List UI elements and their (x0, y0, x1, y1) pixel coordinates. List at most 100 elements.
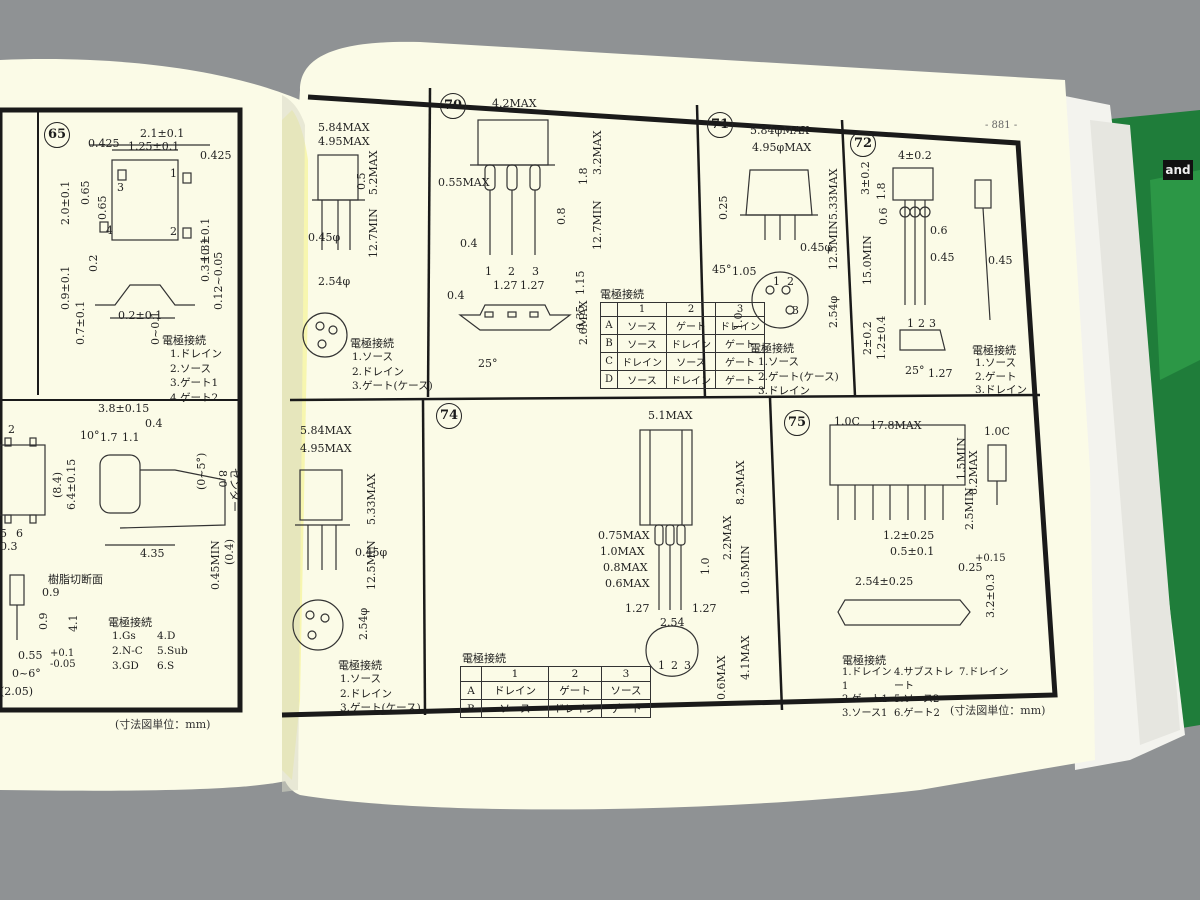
pkg75-dim: 0.5±0.1 (890, 545, 935, 558)
table-header-row: 1 2 3 (460, 666, 651, 682)
brand-band: and (1163, 160, 1193, 180)
pkg73-pins-title: 電極接続 (338, 659, 382, 672)
pkg70-dim: 25° (478, 357, 498, 370)
pkg72-dim: 0.45 (930, 251, 955, 264)
pkg75-pins-title: 電極接続 (842, 654, 886, 667)
package-74-number: 74 (436, 403, 462, 429)
pkg71-dim: 45° (712, 263, 732, 276)
pkg65-dim: 0.7±0.1 (74, 300, 87, 345)
pkg74-dim: 4.1MAX (739, 635, 752, 680)
table-header-cell (460, 666, 482, 682)
table-header-cell: 1 (617, 302, 668, 317)
pkg74-dim: 1.27 (692, 602, 717, 615)
pkg75-dim: 3.2±0.3 (984, 573, 997, 618)
pkg70-dim: 1.27 (520, 279, 545, 292)
pkg75-pin: 7.ドレイン (959, 667, 1009, 678)
pkg-lower-pin: 1.Gs (112, 630, 136, 642)
pkg65-pin-number: 1 (170, 167, 177, 180)
pkg75-dim: 1.0C (984, 425, 1010, 438)
package-70-number: 70 (440, 93, 466, 119)
table-row: D ソース ドレイン ゲート (599, 370, 766, 389)
pkg75-pin: 6.ゲート2 (894, 707, 940, 719)
pkg73-dim: 2.54φ (357, 607, 370, 640)
pkg-lower-pin: 5.Sub (157, 645, 188, 658)
pkg-lower-dim: 0.45MIN (209, 540, 222, 590)
pkg-tl-pin: 2.ドレイン (352, 365, 405, 378)
pkg65-dim: 0.9±0.1 (59, 265, 72, 310)
pkg72-pin-number: 1 (907, 317, 914, 330)
pkg65-dim: 0~0.1 (149, 311, 162, 345)
pkg71-pin-number: 2 (787, 275, 794, 288)
pkg72-pin: 1.ソース (975, 357, 1016, 369)
table-cell: ゲート (548, 681, 602, 700)
pkg74-pin-number: 1 (658, 659, 665, 672)
package-72-number: 72 (850, 131, 876, 157)
pkg72-drawing (892, 167, 992, 351)
pkg70-dim: 3.2MAX (591, 130, 604, 175)
pkg71-pin-number: 3 (792, 304, 799, 317)
pkg65-drawing (90, 144, 210, 319)
pkg75-dim: 2.54±0.25 (855, 575, 914, 588)
pkg-tl-dim: 5.84MAX (318, 121, 370, 134)
pkg71-drawing (740, 169, 818, 329)
table-row: A ドレイン ゲート ソース (460, 681, 651, 700)
table-cell: ドレイン (481, 681, 549, 700)
pkg-lower-pins-title: 電極接続 (108, 616, 152, 629)
table-cell: ドレイン (548, 699, 602, 718)
pkg72-dim: 4±0.2 (898, 149, 932, 162)
pkg-lower-dim: 3.8±0.15 (98, 402, 150, 415)
pkg72-dim: 2±0.2 (861, 321, 874, 355)
pkg-tl-dim: 5.2MAX (367, 150, 380, 195)
pkg75-dim: 2.5MIN (963, 487, 976, 530)
pkg65-pin-number: 2 (170, 225, 177, 238)
pkg74-pins-title: 電極接続 (462, 652, 506, 665)
table-header-row: 1 2 3 (599, 302, 766, 317)
pkg73-pin: 1.ソース (340, 673, 381, 685)
pkg-lower-pin-list: 1.Gs 4.D 2.N-C 5.Sub 3.GD 6.S (112, 629, 202, 675)
pkg-lower-dim: (8.4) (51, 471, 64, 498)
pkg-lower-pin: 4.D (157, 630, 176, 642)
pkg71-dim: 2.54φ (827, 295, 840, 328)
table-header-cell: 3 (601, 666, 651, 682)
table-cell: ソース (617, 370, 668, 389)
pkg74-drawing (639, 429, 699, 677)
pkg-lower-dim: 0~6° (12, 667, 41, 680)
pkg65-dim: 0.65 (79, 180, 92, 206)
pkg71-dim: 0.25 (717, 195, 730, 221)
pkg-lower-dim: 8.0 (216, 470, 229, 488)
table-row: B ソース ドレイン ゲート (599, 334, 766, 353)
pkg72-pin-list: 1.ソース 2.ゲート 3.ドレイン (975, 357, 1027, 398)
pkg70-dim: 12.7MIN (591, 200, 604, 250)
pkg-lower-dim: (0.4) (223, 538, 236, 565)
pkg65-pin-number: 3 (117, 181, 124, 194)
pkg65-dim: 0.425 (88, 137, 120, 150)
pkg65-pin: 1.ドレイン (170, 348, 223, 360)
pkg70-dim: 1.27 (493, 279, 518, 292)
pkg71-dim: 5.33MAX (827, 168, 840, 220)
table-cell: ドレイン (617, 352, 668, 371)
pkg73-drawing (292, 469, 350, 651)
pkg73-pin: 2.ドレイン (340, 687, 393, 700)
pkg74-dim: 10.5MIN (739, 545, 752, 595)
pkg-lower-dim: 6.4±0.15 (65, 458, 78, 510)
pkg75-dim: 0.25 (958, 561, 983, 574)
pkg75-pin: 4.サブストレート (894, 667, 954, 692)
table-header-cell (599, 302, 619, 317)
pkg-lower-dim: 10° (80, 429, 100, 442)
pkg70-drawing (458, 119, 572, 331)
pkg70-dim: 1.15 (574, 270, 587, 296)
pkg71-pin-list: 1.ソース 2.ゲート(ケース) 3.ドレイン (758, 355, 839, 399)
pkg73-dim: 0.45φ (355, 546, 388, 559)
pkg65-dim: 0.425 (200, 149, 232, 162)
pkg73-dim: 4.95MAX (300, 442, 352, 455)
pkg74-dim: 0.8MAX (603, 561, 648, 574)
pkg65-dim: 0.2 (87, 254, 100, 273)
page-header-number: - 881 - (985, 120, 1018, 131)
pkg-topleft-drawing (302, 154, 365, 358)
pkg73-dim: 5.84MAX (300, 424, 352, 437)
pkg65-dim: 2.1±0.1 (140, 127, 185, 140)
table-cell: ソース (617, 334, 668, 353)
pkg-lower-dim: 0.55 (18, 649, 43, 662)
package-71-number: 71 (707, 112, 733, 138)
